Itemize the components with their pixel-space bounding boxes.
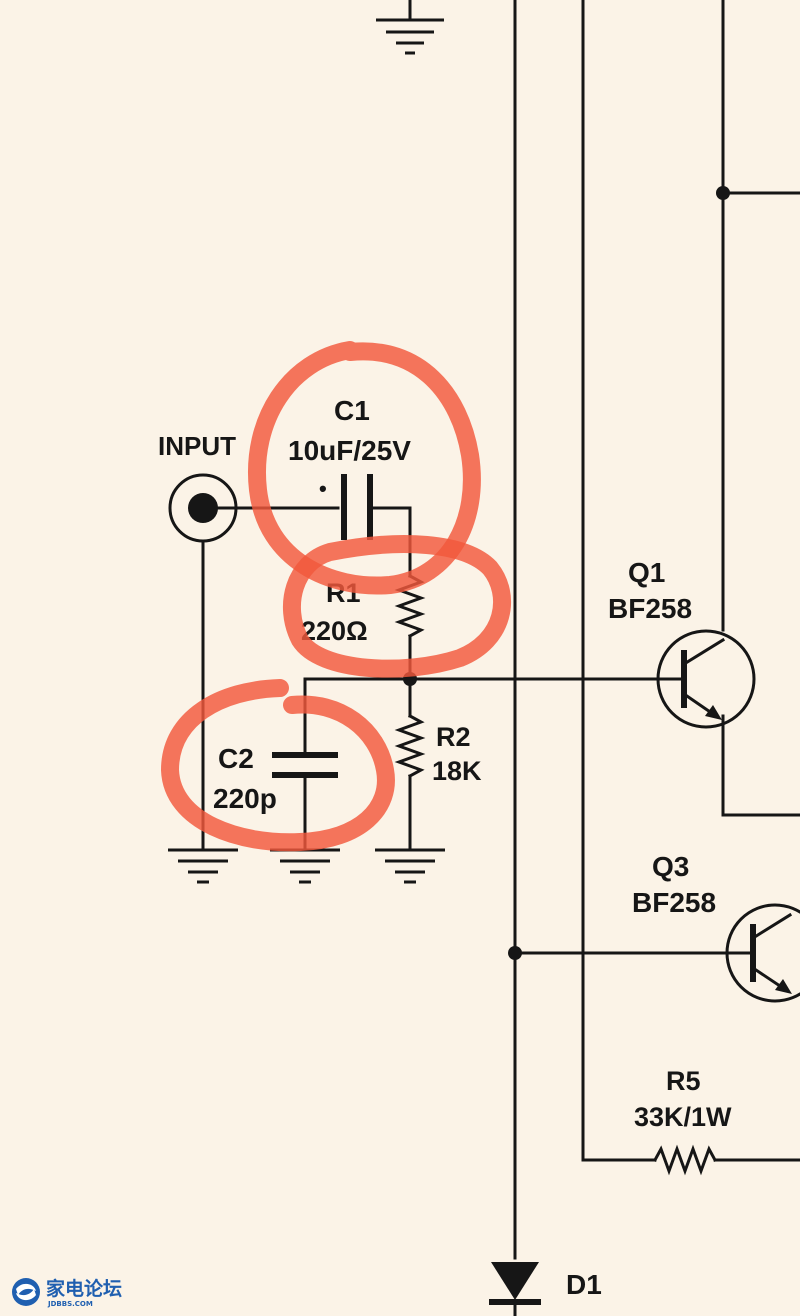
c2-value: 220p bbox=[213, 783, 277, 814]
r2-name: R2 bbox=[436, 722, 471, 752]
junction-dot-q3-base bbox=[508, 946, 522, 960]
diode-d1 bbox=[489, 1262, 541, 1316]
transistor-q1 bbox=[656, 629, 756, 729]
watermark-text-cn: 家电论坛 bbox=[46, 1277, 122, 1300]
ground-symbol-c2 bbox=[270, 848, 340, 884]
q1-emitter-wire bbox=[721, 714, 800, 817]
highlight-circle-c2 bbox=[161, 679, 395, 852]
r5-name: R5 bbox=[666, 1066, 701, 1096]
highlight-circle-r1 bbox=[283, 535, 511, 678]
watermark-text-en: JDBBS.COM bbox=[47, 1300, 93, 1308]
input-label: INPUT bbox=[158, 431, 236, 461]
q1-name: Q1 bbox=[628, 557, 665, 588]
c1-polarity-mark: • bbox=[319, 476, 327, 501]
highlight-circle-c1 bbox=[248, 341, 481, 595]
ground-symbol-jack bbox=[168, 848, 238, 884]
d1-name: D1 bbox=[566, 1269, 602, 1300]
r2-value: 18K bbox=[432, 756, 482, 786]
jdbbs-watermark-logo: 家电论坛 JDBBS.COM bbox=[12, 1277, 122, 1308]
capacitor-c1 bbox=[341, 474, 412, 540]
c1-name: C1 bbox=[334, 395, 370, 426]
ground-symbol-r2 bbox=[375, 848, 445, 884]
ground-symbol-top bbox=[376, 0, 444, 55]
resistor-r5 bbox=[652, 1144, 718, 1176]
q3-name: Q3 bbox=[652, 851, 689, 882]
resistor-r2 bbox=[394, 713, 426, 779]
q3-value: BF258 bbox=[632, 887, 716, 918]
junction-dot-collector bbox=[716, 186, 730, 200]
c1-value: 10uF/25V bbox=[288, 435, 411, 466]
swirl-logo-icon bbox=[12, 1278, 40, 1306]
q1-value: BF258 bbox=[608, 593, 692, 624]
r5-value: 33K/1W bbox=[634, 1102, 732, 1132]
c2-name: C2 bbox=[218, 743, 254, 774]
